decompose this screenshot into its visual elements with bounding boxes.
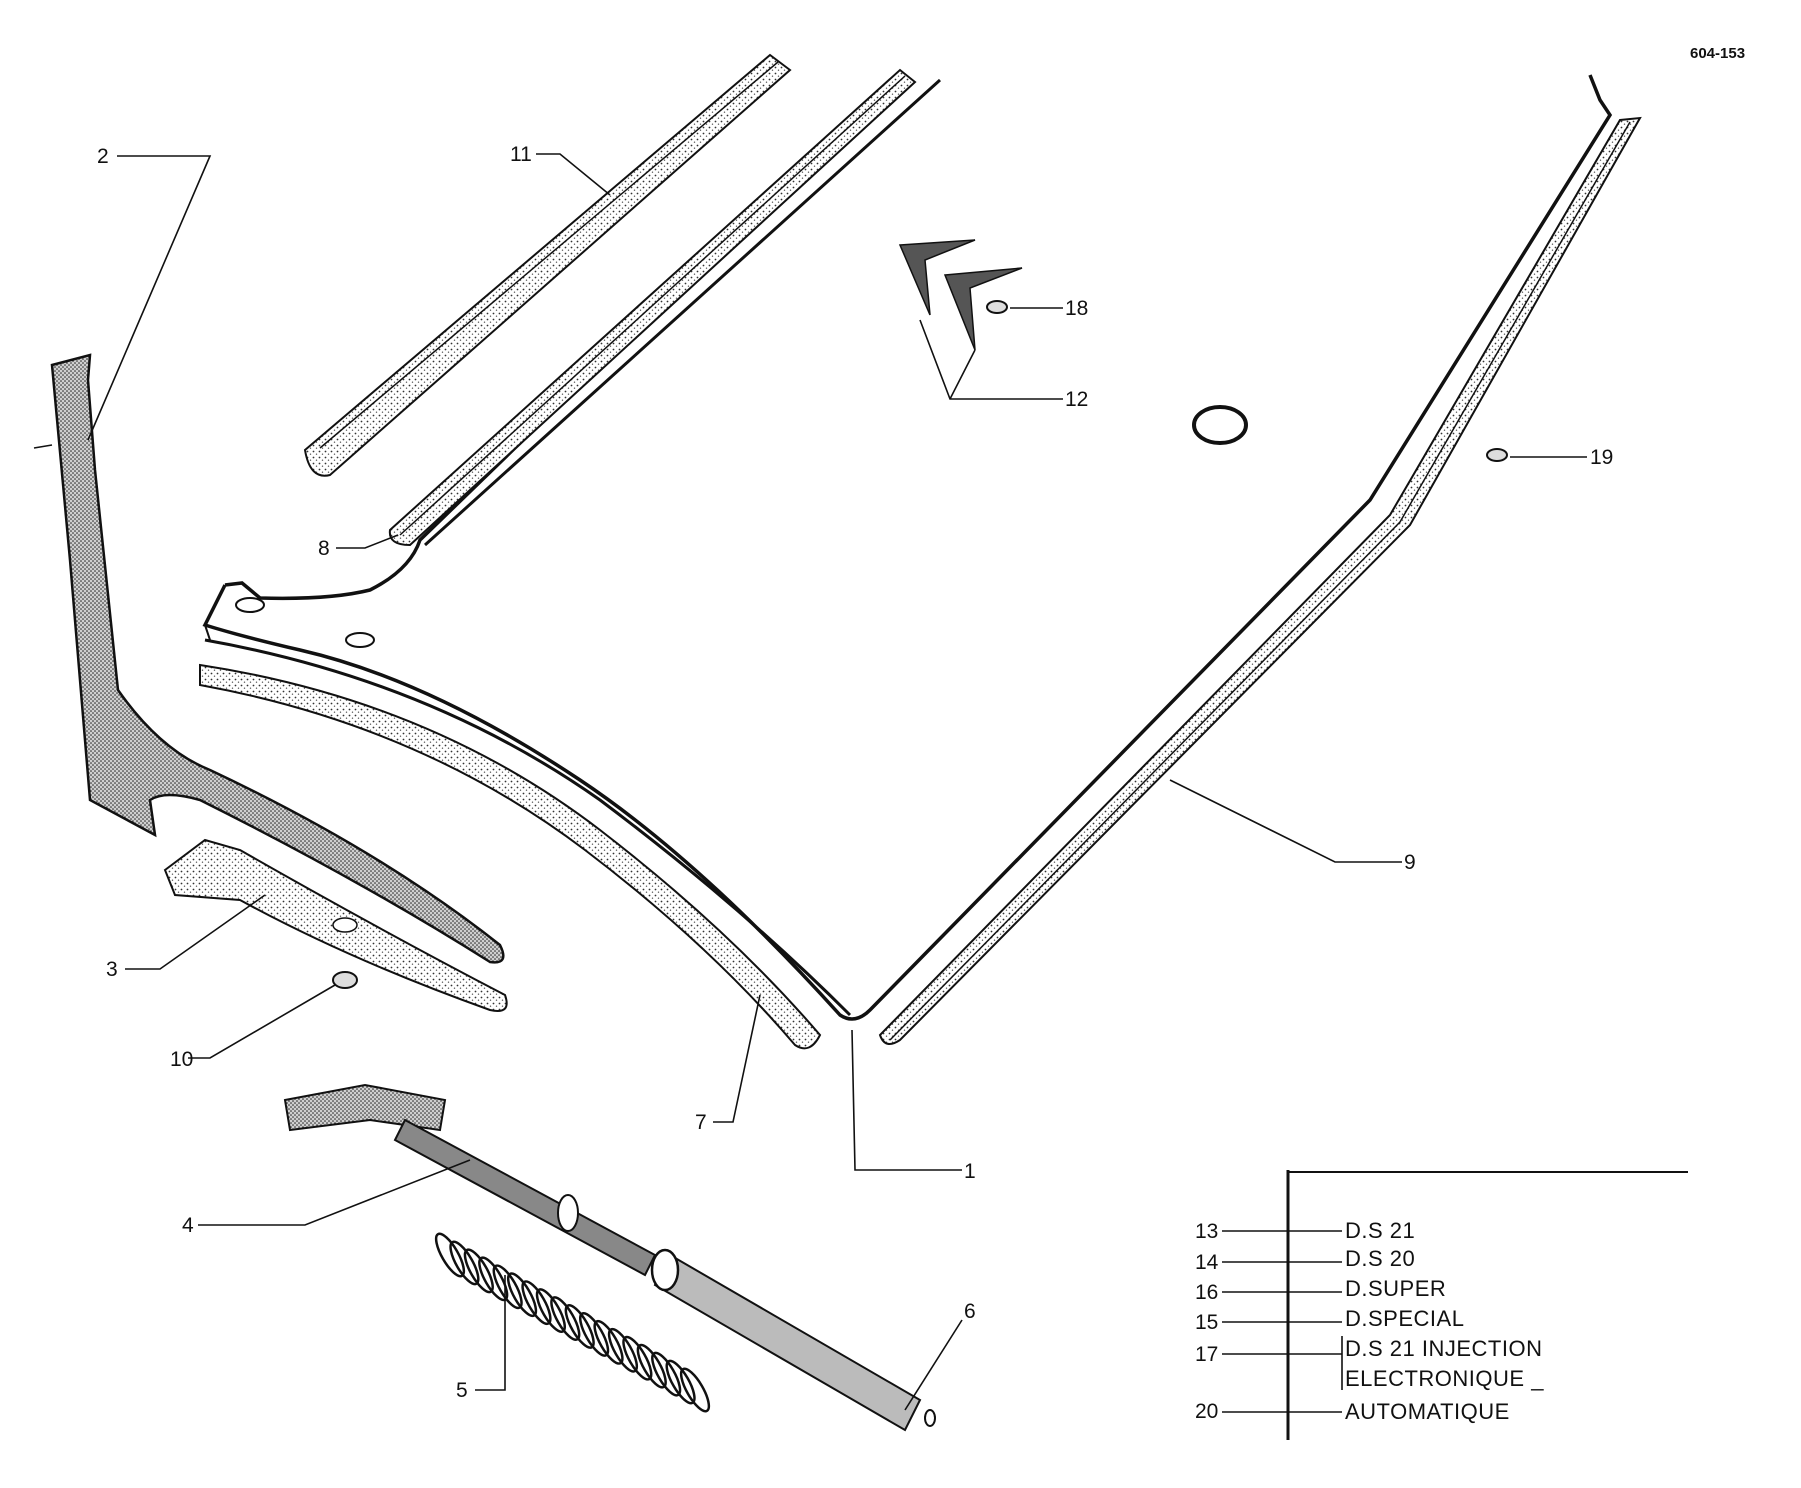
- legend-text-dspecial: D.SPECIAL: [1345, 1306, 1464, 1331]
- right-seal-strip-9: [878, 116, 1642, 1045]
- upper-seal-strip-11: [303, 53, 792, 477]
- legend-number-14: 14: [1195, 1251, 1219, 1274]
- callout-3: 3: [106, 958, 118, 981]
- callout-7: 7: [695, 1111, 707, 1134]
- windscreen-glass: [202, 73, 1613, 1021]
- spring-coil: [607, 1327, 639, 1373]
- spring-coil: [478, 1256, 509, 1302]
- callout-2: 2: [97, 145, 109, 168]
- reference-code: 604-153: [1690, 45, 1745, 62]
- leader-lines: [87, 153, 1587, 1411]
- legend-text-ds21-injection: D.S 21 INJECTION: [1345, 1336, 1542, 1361]
- spring-coil: [521, 1280, 552, 1326]
- lower-bracket-3: [163, 838, 508, 1012]
- legend-text-ds20: D.S 20: [1345, 1246, 1415, 1271]
- callout-4: 4: [182, 1214, 194, 1237]
- spring-coil: [579, 1311, 610, 1357]
- center-grommet: [1192, 405, 1248, 445]
- glass-hole-mid: [345, 632, 375, 648]
- spring-coil: [636, 1343, 667, 1389]
- spring-coil: [651, 1351, 682, 1397]
- spring-coil: [506, 1272, 538, 1318]
- legend-text-electronique: ELECTRONIQUE _: [1345, 1366, 1544, 1391]
- lower-seal-strip-7: [199, 638, 852, 1050]
- legend-text-automatique: AUTOMATIQUE: [1345, 1399, 1510, 1424]
- legend-number-17: 17: [1195, 1343, 1218, 1366]
- a-pillar-trim-2: [33, 353, 505, 964]
- legend-number-20: 20: [1195, 1400, 1218, 1423]
- glass-hole-left: [235, 597, 265, 613]
- spring-coil: [449, 1240, 480, 1286]
- callout-11: 11: [510, 143, 532, 166]
- callout-19: 19: [1590, 446, 1613, 469]
- callout-5: 5: [456, 1379, 468, 1402]
- spring-coil: [593, 1319, 624, 1365]
- callout-1: 1: [964, 1160, 976, 1183]
- legend-number-15: 15: [1195, 1311, 1218, 1334]
- grommet-18: [986, 300, 1008, 314]
- variant-legend: 13 D.S 21 14 D.S 20 16 D.SUPER 15 D.SPEC…: [1195, 1170, 1688, 1440]
- washer-10: [332, 971, 358, 989]
- callout-labels: 1 2 3 4 5 6 7 8 9 10 11 12 18 19: [97, 143, 1613, 1402]
- tube-6: [650, 1248, 936, 1432]
- spring-coil: [463, 1248, 494, 1294]
- spring-coil: [564, 1304, 595, 1349]
- coil-spring-5: [434, 1232, 711, 1413]
- legend-number-16: 16: [1195, 1281, 1218, 1304]
- spring-coil: [492, 1264, 523, 1310]
- support-arm-4: [283, 1083, 657, 1277]
- callout-18: 18: [1065, 297, 1088, 320]
- callout-10: 10: [170, 1048, 193, 1071]
- spring-coil: [434, 1232, 466, 1278]
- spring-coil: [535, 1288, 566, 1334]
- legend-text-ds21: D.S 21: [1345, 1218, 1415, 1243]
- grommet-19: [1486, 448, 1508, 462]
- upper-seal-strip-8: [388, 68, 942, 547]
- legend-number-13: 13: [1195, 1220, 1218, 1243]
- callout-6: 6: [964, 1300, 976, 1323]
- spring-coil: [679, 1367, 711, 1413]
- spring-coil: [665, 1359, 696, 1405]
- callout-8: 8: [318, 537, 330, 560]
- callout-9: 9: [1404, 851, 1416, 874]
- clips-12: [898, 239, 1023, 351]
- legend-text-dsuper: D.SUPER: [1345, 1276, 1446, 1301]
- spring-coil: [550, 1296, 581, 1341]
- spring-coil: [622, 1335, 653, 1381]
- callout-12: 12: [1065, 388, 1088, 411]
